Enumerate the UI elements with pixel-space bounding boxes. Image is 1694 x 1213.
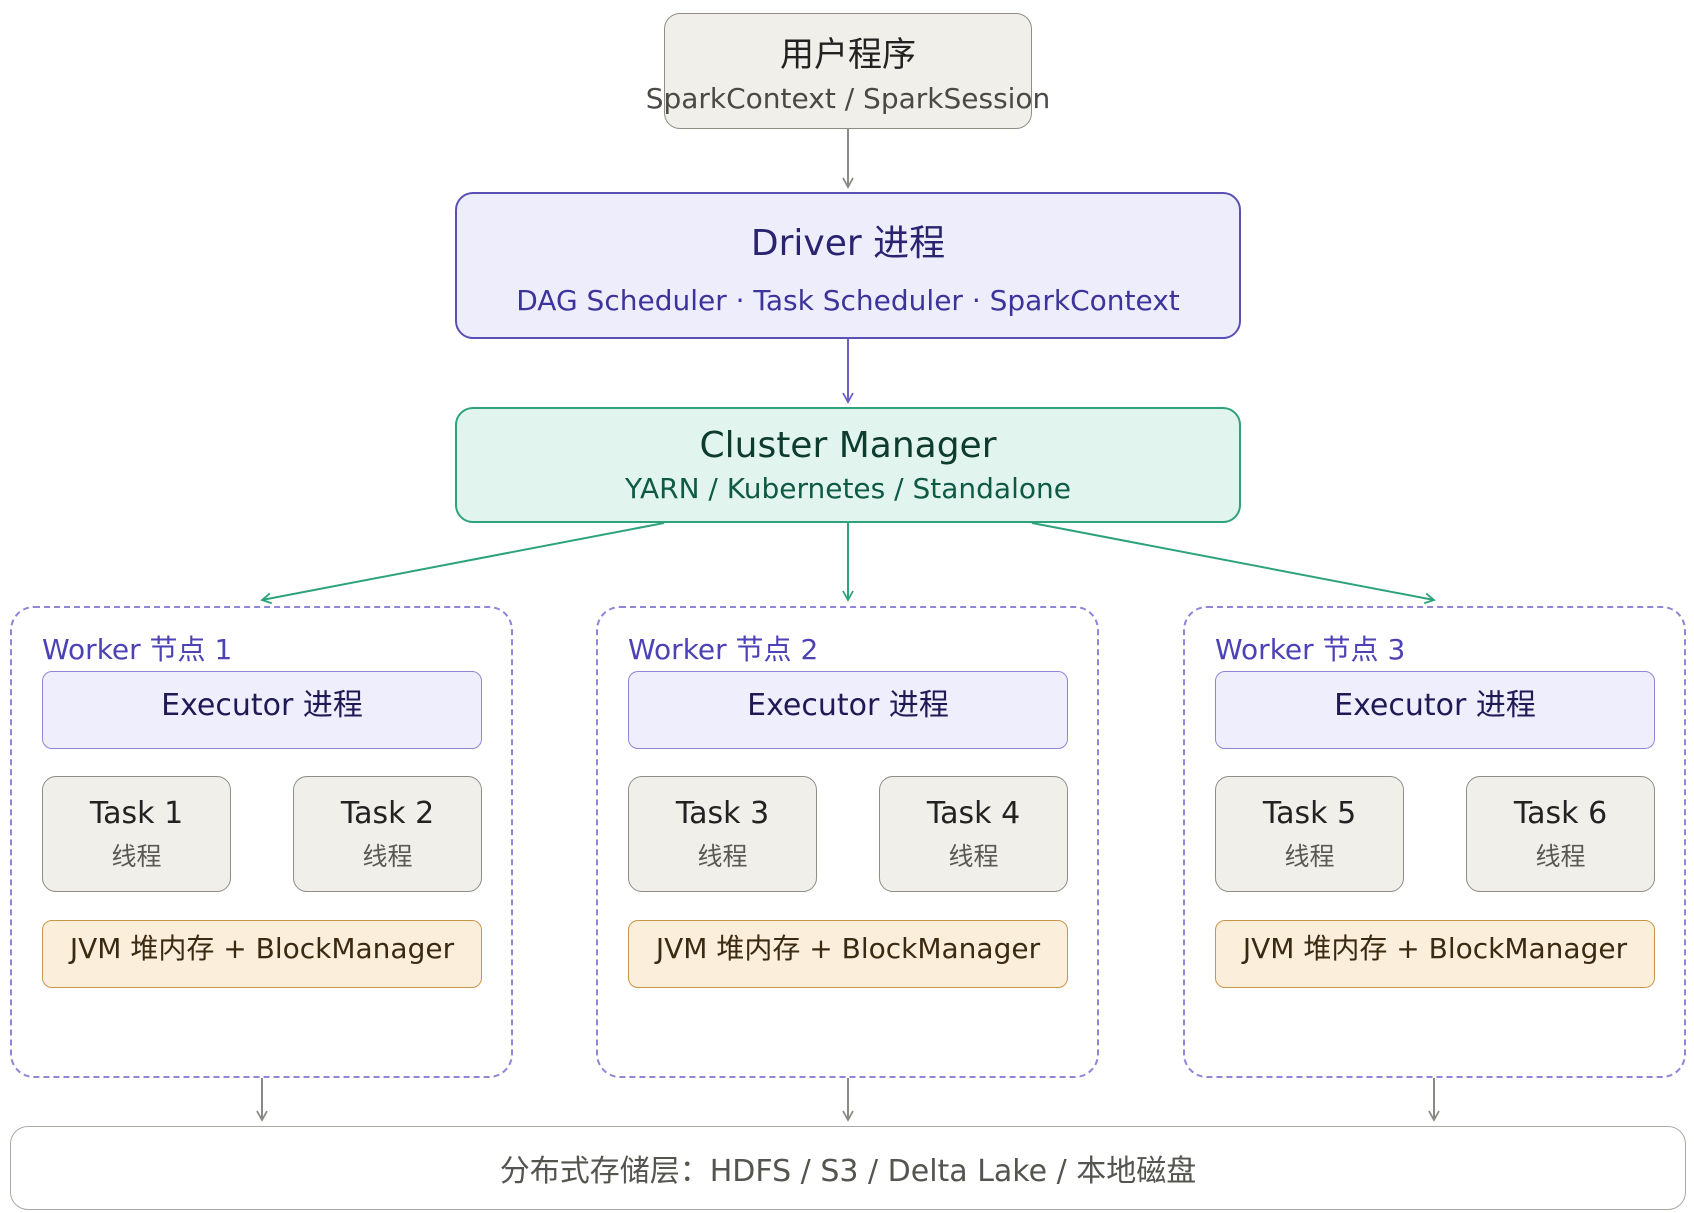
task-thread-label: 线程	[362, 841, 413, 871]
worker-title: Worker 节点 3	[1215, 633, 1406, 666]
executor-process: Executor 进程	[1215, 671, 1655, 749]
task-thread-label: 线程	[1535, 841, 1586, 871]
task-name: Task 4	[926, 795, 1021, 831]
task-name: Task 5	[1262, 795, 1357, 831]
cluster-manager-title: Cluster Manager	[699, 425, 997, 466]
jvm-memory-box: JVM 堆内存 + BlockManager	[42, 920, 482, 988]
worker-title: Worker 节点 2	[628, 633, 819, 666]
task-box: Task 4 线程	[879, 776, 1068, 892]
storage-label: 分布式存储层：HDFS / S3 / Delta Lake / 本地磁盘	[499, 1154, 1197, 1189]
arrow-cluster-to-worker-3	[1031, 522, 1436, 605]
worker-node-3: Worker 节点 3 Executor 进程 Task 5 线程 Task 6…	[1183, 606, 1686, 1078]
task-thread-label: 线程	[1284, 841, 1335, 871]
driver-subtitle: DAG Scheduler · Task Scheduler · SparkCo…	[516, 284, 1180, 317]
task-thread-label: 线程	[697, 841, 748, 871]
cluster-manager-subtitle: YARN / Kubernetes / Standalone	[625, 472, 1071, 505]
task-box: Task 6 线程	[1466, 776, 1655, 892]
task-name: Task 2	[340, 795, 435, 831]
task-box: Task 3 线程	[628, 776, 817, 892]
cluster-manager-box: Cluster Manager YARN / Kubernetes / Stan…	[455, 407, 1241, 523]
executor-process: Executor 进程	[42, 671, 482, 749]
task-thread-label: 线程	[948, 841, 999, 871]
distributed-storage-layer: 分布式存储层：HDFS / S3 / Delta Lake / 本地磁盘	[10, 1126, 1686, 1210]
driver-title: Driver 进程	[750, 223, 946, 264]
jvm-memory-box: JVM 堆内存 + BlockManager	[628, 920, 1068, 988]
task-thread-label: 线程	[111, 841, 162, 871]
task-name: Task 3	[675, 795, 770, 831]
user-program-box: 用户程序 SparkContext / SparkSession	[646, 13, 1050, 129]
jvm-memory-box: JVM 堆内存 + BlockManager	[1215, 920, 1655, 988]
executor-process: Executor 进程	[628, 671, 1068, 749]
driver-process-box: Driver 进程 DAG Scheduler · Task Scheduler…	[455, 192, 1241, 339]
arrow-cluster-to-worker-1	[260, 522, 665, 605]
task-box: Task 2 线程	[293, 776, 482, 892]
task-box: Task 5 线程	[1215, 776, 1404, 892]
task-name: Task 1	[89, 795, 184, 831]
task-box: Task 1 线程	[42, 776, 231, 892]
task-name: Task 6	[1513, 795, 1608, 831]
worker-title: Worker 节点 1	[42, 633, 233, 666]
worker-node-1: Worker 节点 1 Executor 进程 Task 1 线程 Task 2…	[10, 606, 513, 1078]
user-program-title: 用户程序	[780, 35, 916, 75]
user-program-subtitle: SparkContext / SparkSession	[645, 82, 1051, 115]
worker-node-2: Worker 节点 2 Executor 进程 Task 3 线程 Task 4…	[596, 606, 1099, 1078]
